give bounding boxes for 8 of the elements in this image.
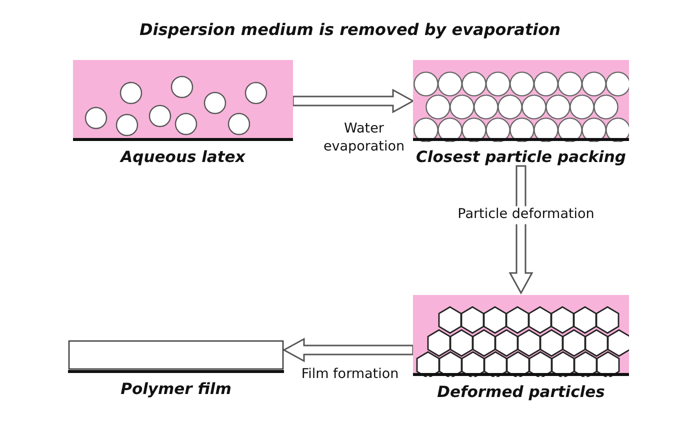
- block-arrow: [282, 338, 414, 362]
- stage-caption: Deformed particles: [436, 383, 606, 401]
- stage-caption: Polymer film: [120, 380, 232, 398]
- edge-label: Particle deformation: [456, 206, 596, 224]
- block-arrow: [292, 88, 415, 114]
- stage-caption: Closest particle packing: [415, 148, 627, 166]
- title: Dispersion medium is removed by evaporation: [138, 20, 562, 39]
- stage-caption: Aqueous latex: [118, 148, 246, 166]
